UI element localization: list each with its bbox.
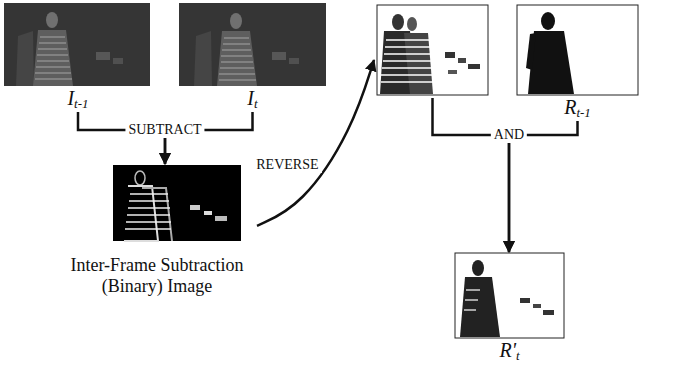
result-image: R't (452, 253, 567, 361)
reversed-image (377, 5, 488, 95)
connector-arrow (165, 112, 253, 164)
subtraction-image (113, 165, 241, 241)
result-image (455, 253, 564, 338)
connector-arrow (257, 60, 374, 226)
reversed-image (377, 5, 488, 95)
frame-image: It-1 (2, 3, 154, 109)
image-label: It (176, 87, 329, 109)
subtraction-image: Inter-Frame Subtraction (Binary) Image (59, 165, 255, 297)
operation-label: REVERSE (253, 157, 321, 173)
image-caption: Inter-Frame Subtraction (Binary) Image (59, 255, 255, 297)
image-label: Rt-1 (514, 96, 641, 118)
connector-arrow (78, 112, 165, 164)
operation-label: AND (491, 127, 527, 143)
frame-image: It (176, 3, 329, 109)
image-label: It-1 (2, 87, 154, 109)
camera-frame (4, 3, 150, 86)
region-image: Rt-1 (514, 5, 641, 118)
image-label: R't (452, 339, 567, 361)
operation-label: SUBTRACT (125, 122, 204, 138)
connector-arrow (433, 98, 510, 252)
camera-frame (179, 3, 326, 86)
region-image (517, 5, 638, 95)
